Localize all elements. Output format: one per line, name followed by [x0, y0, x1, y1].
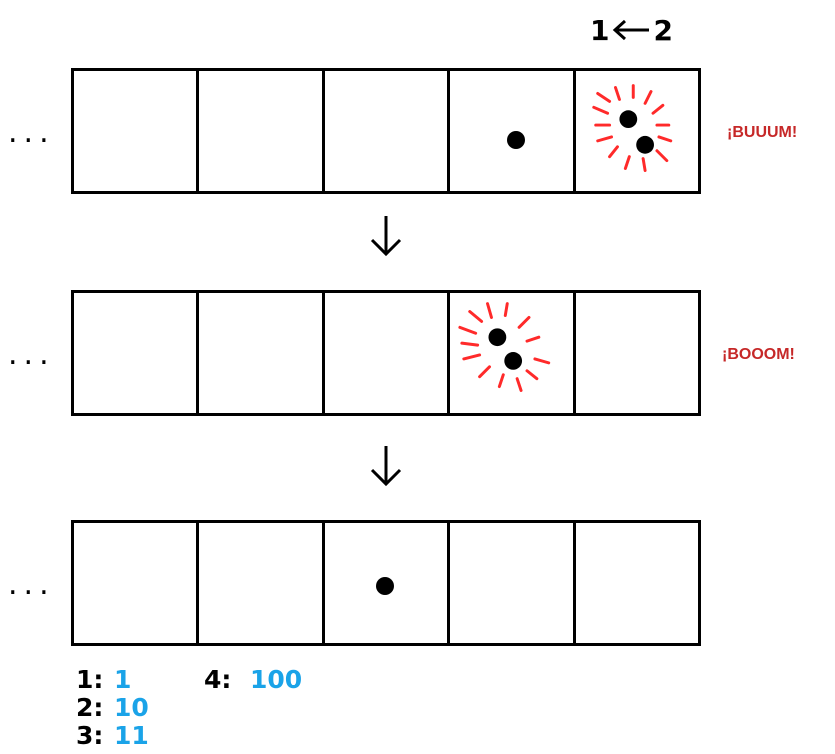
dot [507, 131, 526, 149]
cell-4 [447, 293, 572, 413]
legend-key: 1: [76, 665, 104, 694]
cell-5 [572, 71, 698, 191]
cell-strip-row-3 [71, 520, 701, 646]
cell-3 [321, 293, 447, 413]
legend-key: 3: [76, 721, 104, 750]
cell-4 [447, 71, 572, 191]
cell-3 [321, 71, 447, 191]
legend-entry: 1: 1 [76, 666, 149, 694]
legend-key: 2: [76, 693, 104, 722]
legend-value: 100 [250, 665, 303, 694]
ellipsis-row-3: ... [8, 567, 55, 602]
ellipsis-row-2: ... [8, 337, 55, 372]
legend-value: 10 [114, 693, 149, 722]
header-label: 1 2 [590, 12, 700, 48]
left-arrow-icon [613, 19, 650, 41]
header-right-number: 2 [653, 13, 673, 47]
cell-1 [74, 293, 196, 413]
header-left-number: 1 [590, 13, 610, 47]
cell-2 [196, 71, 321, 191]
cell-strip-row-2 [71, 290, 701, 416]
explosion-burst-icon [458, 302, 551, 392]
legend-entry: 3: 11 [76, 722, 149, 750]
cell-strip-row-1 [71, 68, 701, 194]
cell-3 [321, 523, 447, 643]
cell-1 [74, 523, 196, 643]
down-arrow-icon [370, 216, 402, 257]
legend-value: 11 [114, 721, 149, 750]
legend-value: 1 [114, 665, 132, 694]
ellipsis-row-1: ... [8, 115, 55, 150]
binary-legend-col-1: 1: 1 2: 10 3: 11 [76, 666, 149, 750]
down-arrow-icon [370, 446, 402, 487]
cell-5 [572, 523, 698, 643]
cell-1 [74, 71, 196, 191]
legend-entry: 4: 100 [204, 666, 302, 694]
cell-2 [196, 293, 321, 413]
legend-key: 4: [204, 665, 232, 694]
explosion-label-row-1: ¡BUUUM! [727, 124, 798, 141]
cell-2 [196, 523, 321, 643]
binary-legend-col-2: 4: 100 [204, 666, 302, 694]
legend-entry: 2: 10 [76, 694, 149, 722]
dot [375, 577, 394, 595]
cell-4 [447, 523, 572, 643]
explosion-burst-icon [591, 84, 672, 172]
explosion-label-row-2: ¡BOOOM! [722, 346, 795, 363]
cell-5 [572, 293, 698, 413]
